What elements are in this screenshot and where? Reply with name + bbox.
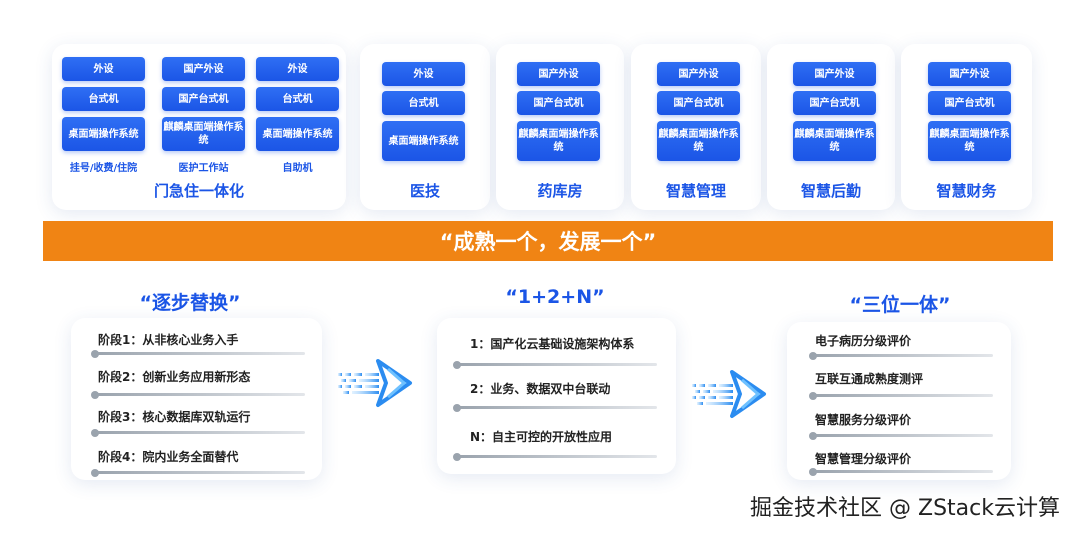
- section-title-trinity: “三位一体”: [849, 294, 951, 316]
- module-kylin-os: 麒麟桌面端操作系统: [162, 117, 245, 151]
- module-desktop: 台式机: [256, 87, 339, 111]
- module-domestic-desktop: 国产台式机: [657, 91, 740, 115]
- evaluation-bar: [813, 354, 993, 357]
- module-desktop: 台式机: [382, 91, 465, 115]
- stage-bar: [95, 393, 305, 396]
- column-label: 挂号/收费/住院: [69, 163, 138, 174]
- evaluation-bar: [813, 434, 993, 437]
- pillar-item: 1：国产化云基础设施架构体系: [470, 337, 635, 351]
- pillar-bar: [457, 455, 657, 458]
- evaluation-item: 智慧管理分级评价: [815, 452, 912, 466]
- module-domestic-desktop: 国产台式机: [517, 91, 600, 115]
- stage-bar: [95, 471, 305, 474]
- pillar-bar: [457, 406, 657, 409]
- module-domestic-peripheral: 国产外设: [517, 62, 600, 86]
- dept-title: 智慧后勤: [800, 182, 861, 200]
- section-card-gradual: [71, 318, 322, 480]
- section-card-trinity: [787, 322, 1011, 480]
- evaluation-bar: [813, 394, 993, 397]
- evaluation-item: 互联互通成熟度测评: [815, 372, 924, 386]
- section-title-gradual: “逐步替换”: [139, 292, 241, 314]
- stage-bar: [95, 431, 305, 434]
- stage-item: 阶段4：院内业务全面替代: [98, 450, 239, 464]
- slogan-banner: “成熟一个，发展一个”: [43, 221, 1053, 261]
- pillar-item: 2：业务、数据双中台联动: [470, 382, 611, 396]
- slogan-text: “成熟一个，发展一个”: [439, 230, 657, 254]
- module-peripheral: 外设: [256, 57, 339, 81]
- module-peripheral: 外设: [382, 62, 465, 86]
- module-domestic-peripheral: 国产外设: [657, 62, 740, 86]
- section-card-1-2-n: [437, 318, 676, 474]
- module-domestic-peripheral: 国产外设: [928, 62, 1011, 86]
- module-peripheral: 外设: [62, 57, 145, 81]
- evaluation-item: 智慧服务分级评价: [815, 413, 912, 427]
- flow-arrow-icon: [338, 359, 412, 407]
- module-desktop: 台式机: [62, 87, 145, 111]
- flow-arrow-icon: [692, 370, 766, 418]
- module-domestic-desktop: 国产台式机: [793, 91, 876, 115]
- dept-title: 药库房: [537, 182, 583, 200]
- dept-title: 智慧管理: [665, 182, 726, 200]
- module-domestic-desktop: 国产台式机: [162, 87, 245, 111]
- module-desktop-os: 桌面端操作系统: [382, 121, 465, 161]
- stage-item: 阶段3：核心数据库双轨运行: [98, 410, 251, 424]
- evaluation-bar: [813, 470, 993, 473]
- module-kylin-os: 麒麟桌面端操作系统: [657, 121, 740, 161]
- module-kylin-os: 麒麟桌面端操作系统: [517, 121, 600, 161]
- watermark-text: 掘金技术社区 @ ZStack云计算: [750, 496, 1060, 521]
- column-label: 医护工作站: [178, 163, 229, 174]
- module-desktop-os: 桌面端操作系统: [62, 117, 145, 151]
- group-title: 门急住一体化: [153, 182, 244, 200]
- stage-item: 阶段1：从非核心业务入手: [98, 333, 239, 347]
- evaluation-item: 电子病历分级评价: [815, 334, 912, 348]
- module-domestic-peripheral: 国产外设: [793, 62, 876, 86]
- stage-item: 阶段2：创新业务应用新形态: [98, 370, 251, 384]
- pillar-item: N：自主可控的开放性应用: [470, 430, 613, 444]
- module-kylin-os: 麒麟桌面端操作系统: [928, 121, 1011, 161]
- column-label: 自助机: [282, 163, 313, 174]
- dept-title: 智慧财务: [936, 182, 997, 200]
- pillar-bar: [457, 363, 657, 366]
- module-domestic-desktop: 国产台式机: [928, 91, 1011, 115]
- stage-bar: [95, 352, 305, 355]
- section-title-1-2-n: “1+2+N”: [505, 286, 605, 308]
- module-domestic-peripheral: 国产外设: [162, 57, 245, 81]
- module-kylin-os: 麒麟桌面端操作系统: [793, 121, 876, 161]
- dept-title: 医技: [409, 182, 440, 200]
- module-desktop-os: 桌面端操作系统: [256, 117, 339, 151]
